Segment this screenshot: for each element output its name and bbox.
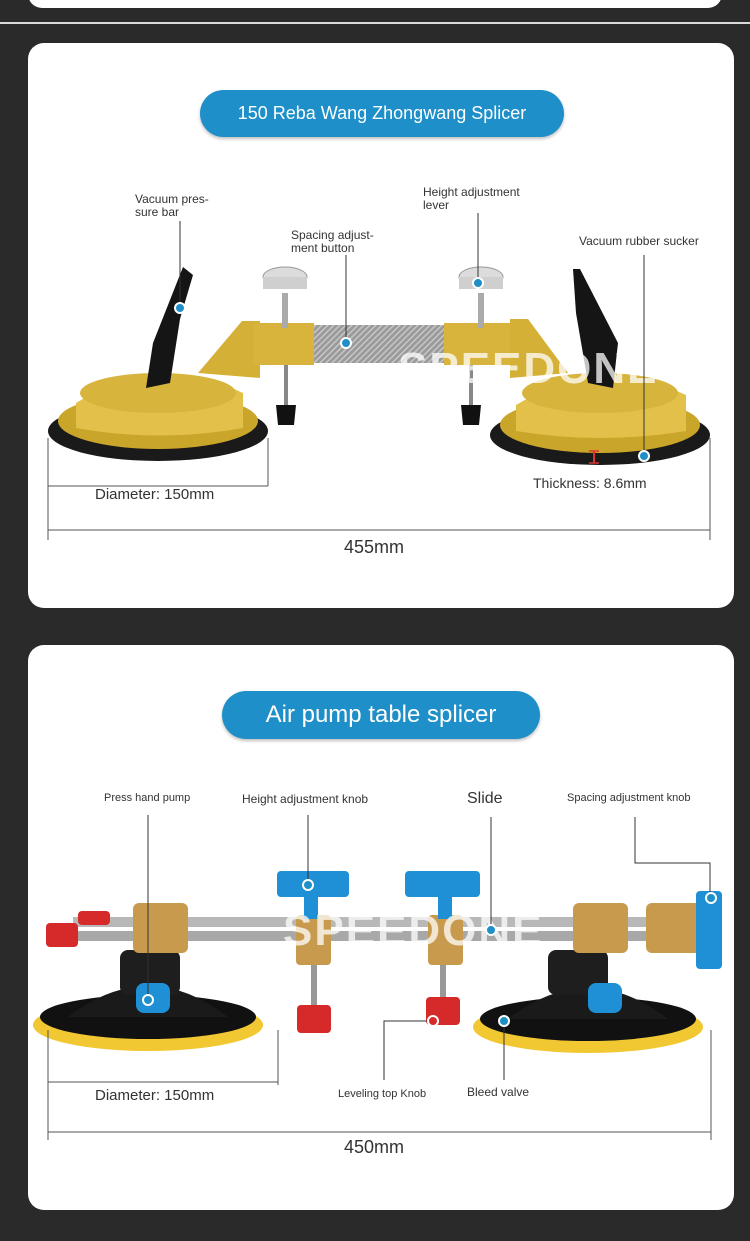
label-thickness: Thickness: 8.6mm xyxy=(533,475,647,491)
section-title: Air pump table splicer xyxy=(265,701,497,728)
product-card-reba-splicer: 150 Reba Wang Zhongwang Splicer xyxy=(28,43,734,608)
label-vacuum-rubber-sucker: Vacuum rubber sucker xyxy=(579,234,699,248)
label-height-adjustment-lever: Height adjustment lever xyxy=(423,185,520,212)
air-pump-splicer-illustration: SPEEDONE xyxy=(33,815,722,1140)
label-length: 455mm xyxy=(344,537,405,557)
label-press-hand-pump: Press hand pump xyxy=(104,792,191,804)
watermark: SPEEDONE xyxy=(283,906,544,955)
section-title: 150 Reba Wang Zhongwang Splicer xyxy=(237,103,527,123)
product-card-air-pump-splicer: Air pump table splicer xyxy=(28,645,734,1210)
watermark: SPEEDONE xyxy=(398,344,659,393)
label-height-adjustment-knob: Height adjustment knob xyxy=(242,792,369,806)
section-title-pill: 150 Reba Wang Zhongwang Splicer xyxy=(200,90,564,137)
label-spacing-adjustment-button: Spacing adjust- ment button xyxy=(291,228,374,255)
label-length: 450mm xyxy=(344,1137,405,1157)
label-leveling-top-knob: Leveling top Knob xyxy=(338,1088,427,1100)
label-bleed-valve: Bleed valve xyxy=(467,1085,530,1099)
label-diameter: Diameter: 150mm xyxy=(95,486,215,503)
splicer-illustration: SPEEDONE xyxy=(47,213,711,540)
label-vacuum-pressure-bar: Vacuum pres- sure bar xyxy=(135,192,209,219)
label-diameter: Diameter: 150mm xyxy=(95,1087,215,1104)
previous-card xyxy=(28,0,722,8)
label-spacing-adjustment-knob: Spacing adjustment knob xyxy=(567,792,691,804)
section-divider xyxy=(0,22,750,24)
label-slide: Slide xyxy=(467,790,503,807)
section-title-pill: Air pump table splicer xyxy=(222,691,540,739)
